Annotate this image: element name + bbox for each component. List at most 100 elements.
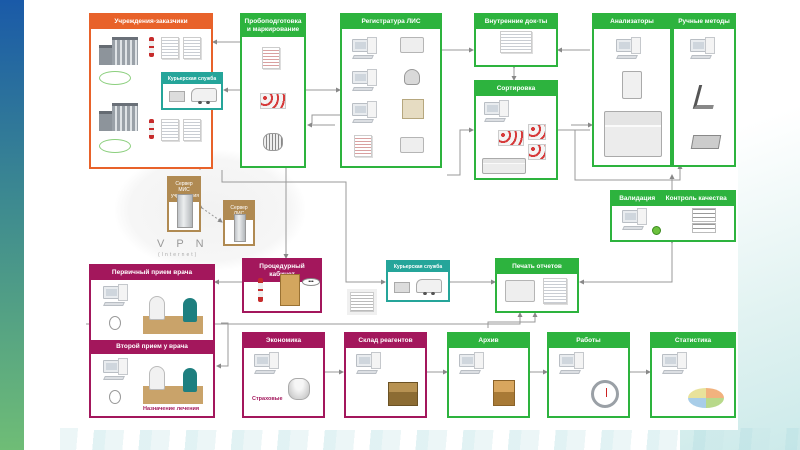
printer-icon xyxy=(400,137,424,153)
tube-rack-icon xyxy=(528,144,546,160)
first-visit-title: Первичный прием врача xyxy=(91,266,213,280)
boxes-icon xyxy=(388,382,418,406)
box-clients: Учреждения-заказчики xyxy=(89,13,213,169)
form-icon xyxy=(183,119,201,141)
computer-icon xyxy=(662,352,688,376)
label-printer-icon xyxy=(402,99,424,119)
lab-counter-icon xyxy=(690,135,722,149)
box-title: Курьерская служба xyxy=(163,74,221,84)
qc-chart-icon xyxy=(692,208,716,222)
clock-icon xyxy=(591,380,619,408)
parcel-icon xyxy=(169,91,185,102)
printer-icon xyxy=(505,280,535,302)
computer-icon xyxy=(356,352,382,376)
box-header: Валидация Контроль качества xyxy=(612,192,734,206)
form-icon xyxy=(161,37,179,59)
van-icon xyxy=(191,88,217,104)
pie-chart-icon xyxy=(688,388,724,408)
analyzer-unit-icon xyxy=(622,71,642,99)
server-icon xyxy=(177,194,193,228)
building-icon xyxy=(99,103,139,133)
building-icon xyxy=(99,37,139,67)
computer-icon xyxy=(559,352,585,376)
computer-icon xyxy=(459,352,485,376)
box-reagent-storage: Склад реагентов xyxy=(344,332,427,418)
door-icon xyxy=(280,274,300,306)
box-title: Печать отчетов xyxy=(497,260,577,274)
box-sorting: Сортировка xyxy=(474,80,558,180)
file-cabinet-icon xyxy=(493,380,515,406)
vpn-sublabel: (Internet) xyxy=(158,252,199,258)
box-validation-quality: Валидация Контроль качества xyxy=(610,190,736,242)
box-archive: Архив xyxy=(447,332,530,418)
validation-title: Валидация xyxy=(619,195,656,202)
report-document-icon xyxy=(350,292,374,312)
computer-icon xyxy=(254,352,280,376)
box-title: Курьерская служба xyxy=(388,262,448,272)
document-scanner-icon xyxy=(400,37,424,53)
box-report-print: Печать отчетов xyxy=(495,258,579,313)
box-title: Регистратура ЛИС xyxy=(342,15,440,29)
test-tube-icon xyxy=(149,119,154,139)
test-tube-icon xyxy=(258,278,263,302)
label-roll-icon xyxy=(263,133,283,151)
stopwatch-icon xyxy=(109,316,121,330)
doctor-patient-icon xyxy=(143,364,203,404)
tube-rack-icon xyxy=(498,130,524,146)
computer-icon xyxy=(616,37,642,61)
treatment-label: Назначение лечения xyxy=(143,406,200,412)
speech-bubble-icon: ••• xyxy=(302,278,320,286)
box-title: Работы xyxy=(549,334,628,348)
box-title: Анализаторы xyxy=(594,15,670,29)
box-title: Сортировка xyxy=(476,82,556,96)
form-icon xyxy=(161,119,179,141)
box-title: Пробоподготовка и маркирование xyxy=(242,15,304,37)
computer-icon xyxy=(690,37,716,61)
box-statistics: Статистика xyxy=(650,332,736,418)
box-preanalytics: Пробоподготовка и маркирование xyxy=(240,13,306,168)
computer-icon xyxy=(103,358,129,382)
form-icon xyxy=(183,37,201,59)
checkmark-icon xyxy=(652,226,661,235)
label-sheet-icon xyxy=(262,47,280,69)
test-tube-icon xyxy=(149,37,154,57)
vpn-label: VPN xyxy=(157,238,216,250)
qc-chart-icon xyxy=(692,223,716,233)
box-courier-mid: Курьерская служба xyxy=(386,260,450,302)
computer-icon xyxy=(352,101,378,125)
box-title: Склад реагентов xyxy=(346,334,425,348)
coins-icon xyxy=(288,378,310,400)
quality-title: Контроль качества xyxy=(665,195,727,202)
box-courier-top: Курьерская служба xyxy=(161,72,223,110)
server-icon xyxy=(234,214,246,242)
box-title: Ручные методы xyxy=(674,15,734,29)
microscope-icon xyxy=(692,85,720,109)
tube-rack-icon xyxy=(260,93,286,109)
box-title: Учреждения-заказчики xyxy=(91,15,211,29)
computer-icon xyxy=(352,69,378,93)
sorter-machine-icon xyxy=(482,158,526,174)
box-analyzers: Анализаторы xyxy=(592,13,672,167)
box-server-client: Сервер МИС учреждения xyxy=(167,176,201,232)
bottom-decoration xyxy=(60,428,800,450)
computer-icon xyxy=(103,284,129,308)
box-economics: Экономика Страховые xyxy=(242,332,325,418)
insurance-label: Страховые xyxy=(252,396,283,402)
tube-rack-icon xyxy=(528,124,546,140)
documents-stack-icon xyxy=(500,31,532,53)
box-procedure-room: Процедурный кабинет ••• xyxy=(242,258,322,313)
barcode-scanner-icon xyxy=(404,69,420,85)
box-title: Экономика xyxy=(244,334,323,348)
computer-icon xyxy=(352,37,378,61)
box-title: Внутренние док-ты xyxy=(476,15,556,29)
parcel-icon xyxy=(394,282,410,293)
analyzer-machine-icon xyxy=(604,111,662,157)
box-internal-docs: Внутренние док-ты xyxy=(474,13,558,67)
doctor-patient-icon xyxy=(143,294,203,334)
signature-icon xyxy=(99,71,131,85)
box-registry: Регистратура ЛИС xyxy=(340,13,442,168)
computer-ring-icon xyxy=(99,139,131,153)
van-icon xyxy=(416,279,442,295)
box-works: Работы xyxy=(547,332,630,418)
